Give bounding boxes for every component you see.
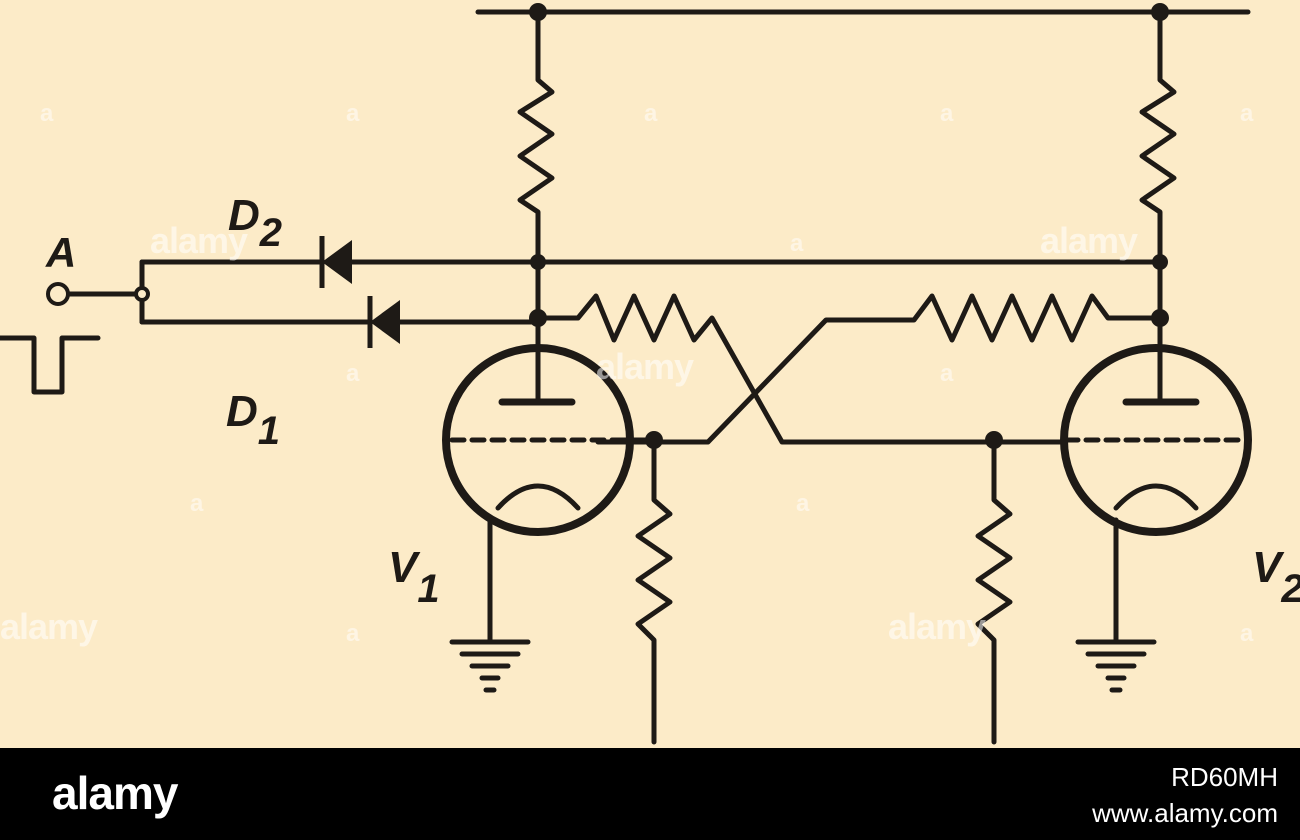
watermark-mark: a [644,100,658,127]
label-d2: D2 [228,191,282,254]
watermark-mark: a [346,360,360,387]
label-v1: V1 [388,543,440,610]
watermark-mark: a [190,490,204,517]
bus-node [134,286,150,302]
label-d2-subscript: 2 [259,211,283,255]
watermark-text: alamy [1040,220,1138,261]
coupling-resistor-2 [595,293,1163,445]
input-pulse-icon [0,335,101,395]
watermark-mark: a [346,100,360,127]
watermark-mark: a [40,100,54,127]
label-d1-letter: D [226,387,258,436]
diode-d2-icon [319,236,352,288]
ground-v1 [449,639,531,693]
watermark-text: alamy [0,606,98,647]
watermark-mark: a [790,230,804,257]
label-d1: D1 [226,387,280,452]
input-terminal [46,282,70,306]
footer-url[interactable]: www.alamy.com [1092,798,1278,828]
watermark-mark: a [940,100,954,127]
diode-d1-icon [367,296,400,348]
label-v2: V2 [1252,543,1300,610]
grid-resistor-1 [635,439,673,745]
plate-resistor-1 [517,9,555,321]
tube-v1-cathode [495,483,581,511]
watermark-text: alamy [150,220,248,261]
footer-logo: alamy [52,767,178,819]
label-v1-subscript: 1 [417,567,440,611]
coupling-resistor-1 [535,293,1065,445]
watermark-mark: a [940,360,954,387]
label-v2-letter: V [1252,543,1282,592]
watermark-mark: a [346,620,360,647]
footer-bar: alamy RD60MH www.alamy.com [0,748,1300,840]
ground-v2 [1075,639,1157,693]
tube-v2-cathode [1113,483,1199,511]
footer-image-id: RD60MH [1171,762,1278,792]
watermark-mark: a [1240,100,1254,127]
grid-resistor-2 [975,439,1013,745]
watermark-text: alamy [596,346,694,387]
watermark-mark: a [796,490,810,517]
watermark-mark: a [1240,620,1254,647]
label-input-a: A [46,229,77,276]
circuit-diagram: A D2 D1 V1 V2 alamy alamy alamy alamy al… [0,3,1300,745]
label-d1-subscript: 1 [257,409,281,453]
junction-dots [529,3,1169,449]
label-v2-subscript: 2 [1281,567,1300,611]
label-d2-letter: D [228,191,260,240]
watermark-text: alamy [888,606,986,647]
label-v1-letter: V [388,543,418,592]
plate-resistor-2 [1139,9,1177,321]
schematic-drawing [0,3,1252,745]
